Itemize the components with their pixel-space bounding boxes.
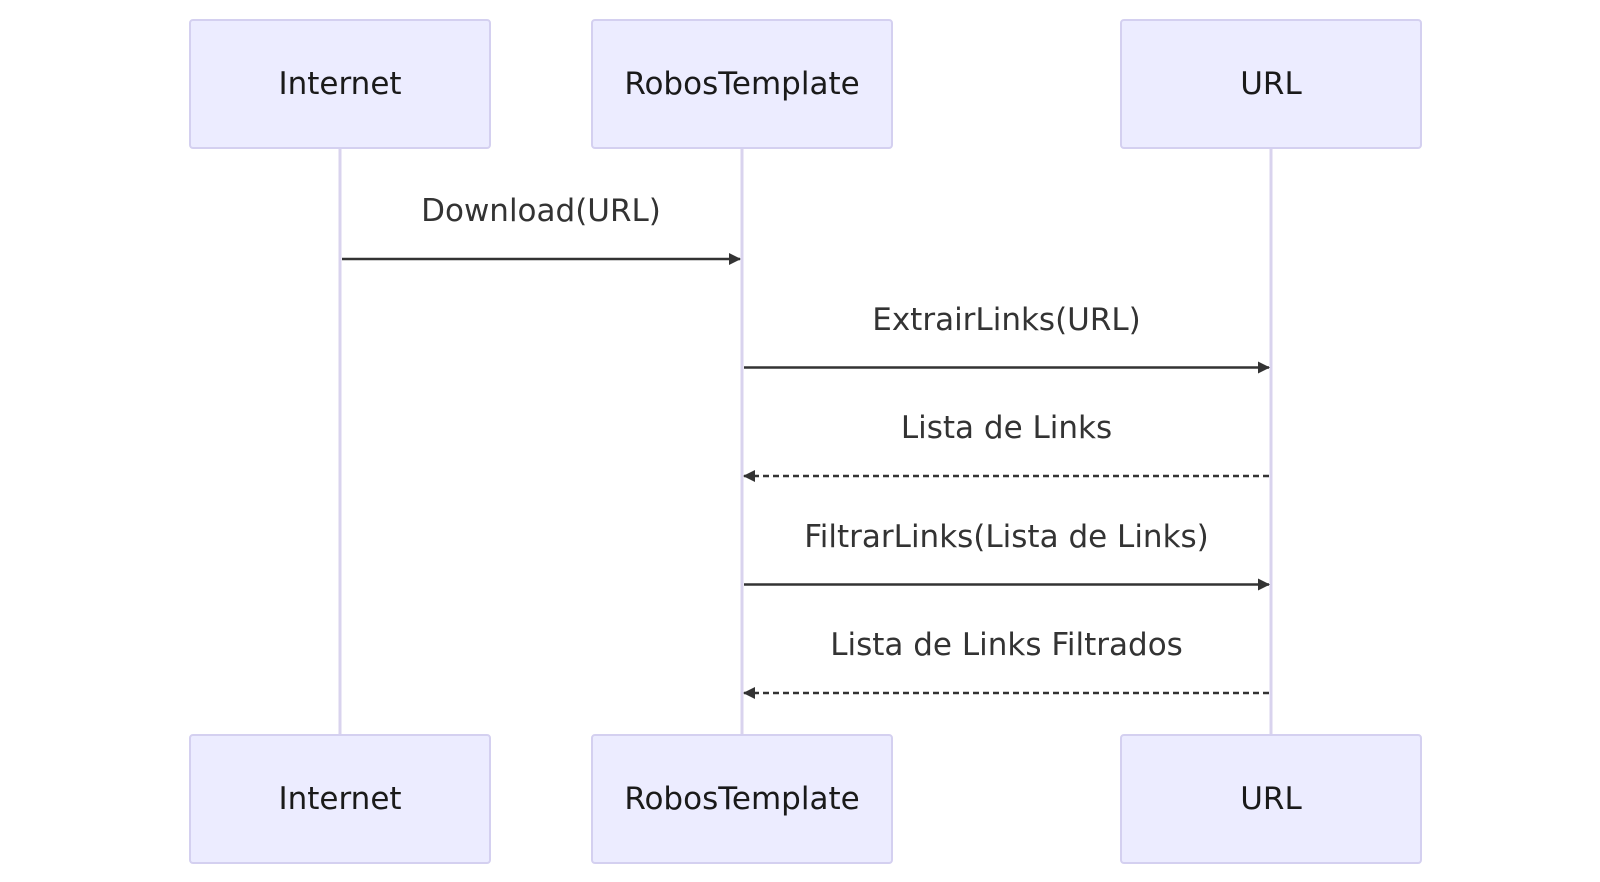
actor-label: Internet [278, 66, 402, 102]
actor-url-bottom: URL [1120, 734, 1422, 864]
message-label-4: FiltrarLinks(Lista de Links) [804, 518, 1209, 555]
actor-internet-top: Internet [189, 19, 491, 149]
message-label-1: Download(URL) [421, 193, 661, 229]
actor-label: RobosTemplate [624, 66, 860, 102]
message-label-2: ExtrairLinks(URL) [872, 301, 1141, 338]
actor-label: Internet [278, 781, 402, 817]
message-label-5: Lista de Links Filtrados [830, 627, 1183, 663]
actor-label: URL [1240, 781, 1302, 817]
message-label-3: Lista de Links [900, 410, 1113, 446]
actor-url-top: URL [1120, 19, 1422, 149]
actor-robos-top: RobosTemplate [591, 19, 893, 149]
actor-robos-bottom: RobosTemplate [591, 734, 893, 864]
actor-internet-bottom: Internet [189, 734, 491, 864]
actor-label: URL [1240, 66, 1302, 102]
actor-label: RobosTemplate [624, 781, 860, 817]
